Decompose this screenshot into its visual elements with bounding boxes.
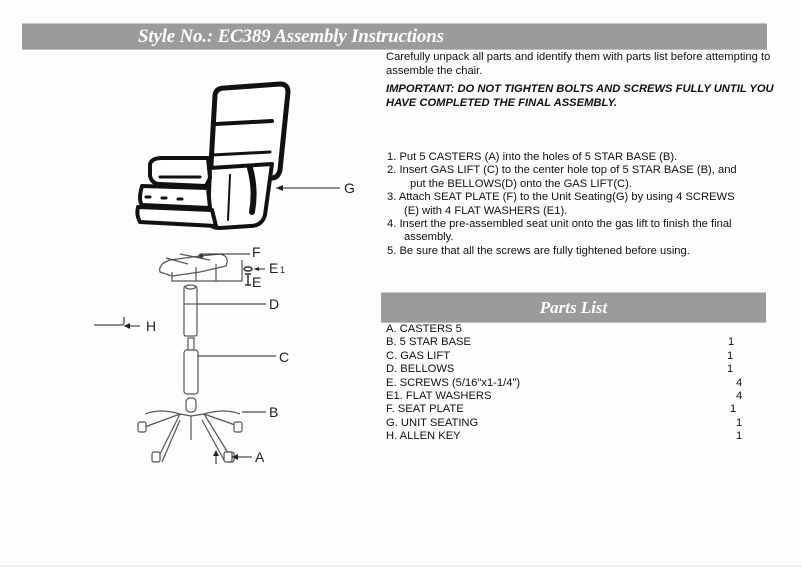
label-c: C (279, 349, 289, 365)
gas-lift-illustration (183, 337, 199, 395)
label-f: F (252, 244, 261, 260)
step-3: 3. Attach SEAT PLATE (F) to the Unit Sea… (387, 191, 777, 218)
part-qty: 1 (730, 403, 737, 416)
part-qty: 1 (727, 363, 734, 376)
step-text: 4. Insert the pre-assembled seat unit on… (387, 218, 732, 231)
step-2: 2. Insert GAS LIFT (C) to the center hol… (387, 164, 777, 191)
part-row: D. BELLOWS 1 (386, 363, 766, 376)
parts-list-header: Parts List (381, 292, 766, 323)
part-row: G. UNIT SEATING 1 (386, 417, 766, 430)
step-text: 3. Attach SEAT PLATE (F) to the Unit Sea… (387, 191, 735, 204)
part-name: D. BELLOWS (386, 363, 455, 376)
important-warning: IMPORTANT: DO NOT TIGHTEN BOLTS AND SCRE… (386, 83, 774, 109)
step-5: 5. Be sure that all the screws are fully… (387, 245, 777, 258)
part-qty: 4 (736, 389, 743, 402)
part-qty: 4 (736, 376, 743, 389)
seat-plate-illustration (159, 253, 243, 282)
allen-key-illustration (94, 317, 125, 326)
label-e1: E (269, 260, 278, 276)
parts-list-title: Parts List (539, 298, 608, 317)
part-name: B. 5 STAR BASE (386, 336, 471, 349)
step-4: 4. Insert the pre-assembled seat unit on… (387, 218, 777, 245)
part-qty: 1 (736, 430, 743, 443)
part-name: E1. FLAT WASHERS (386, 389, 492, 402)
part-row: H. ALLEN KEY 1 (386, 430, 766, 443)
exploded-chair-diagram: G F E 1 E D H (80, 60, 380, 480)
step-1: 1. Put 5 CASTERS (A) into the holes of 5… (387, 151, 777, 164)
page-bottom-rule (0, 565, 802, 567)
intro-text: Carefully unpack all parts and identify … (386, 51, 771, 77)
part-row: C. GAS LIFT 1 (386, 350, 766, 363)
bellows-illustration (183, 284, 198, 337)
label-a: A (255, 449, 265, 465)
label-h: H (146, 318, 156, 334)
part-qty: 1 (728, 336, 735, 349)
caster-illustration (223, 451, 233, 463)
step-text: 2. Insert GAS LIFT (C) to the center hol… (387, 164, 737, 177)
part-row: E1. FLAT WASHERS 4 (386, 390, 766, 403)
part-row: A. CASTERS 5 (386, 323, 766, 336)
label-e1-subscript: 1 (280, 265, 285, 275)
header-bar: Style No.: EC389 Assembly Instructions (22, 23, 767, 50)
part-name: F. SEAT PLATE (386, 403, 464, 416)
part-name: E. SCREWS (5/16"x1-1/4") (386, 376, 521, 389)
step-text: 5. Be sure that all the screws are fully… (387, 244, 690, 257)
label-b: B (269, 404, 278, 420)
step-text-continued: (E) with 4 FLAT WASHERS (E1). (404, 204, 568, 217)
unit-seating-illustration (135, 81, 291, 230)
parts-list: A. CASTERS 5 B. 5 STAR BASE 1 C. GAS LIF… (386, 323, 766, 444)
part-row: F. SEAT PLATE 1 (386, 403, 766, 416)
screw-illustration (245, 273, 251, 286)
step-text-continued: assembly. (404, 231, 454, 244)
step-text-continued: put the BELLOWS(D) onto the GAS LIFT(C). (410, 177, 632, 190)
part-row: E. SCREWS (5/16"x1-1/4") 4 (386, 377, 766, 390)
part-name: H. ALLEN KEY (386, 430, 461, 443)
part-name: C. GAS LIFT (386, 349, 451, 362)
part-qty: 1 (727, 349, 734, 362)
part-qty: 1 (736, 416, 743, 429)
washer-illustration (243, 266, 253, 272)
part-name: G. UNIT SEATING (386, 416, 479, 429)
step-text: 1. Put 5 CASTERS (A) into the holes of 5… (387, 151, 678, 163)
label-d: D (269, 296, 279, 312)
page-title: Style No.: EC389 Assembly Instructions (138, 26, 444, 47)
part-row: B. 5 STAR BASE 1 (386, 336, 766, 349)
label-e: E (252, 274, 261, 290)
label-g: G (344, 180, 355, 196)
part-name: A. CASTERS 5 (386, 323, 462, 335)
assembly-steps: 1. Put 5 CASTERS (A) into the holes of 5… (387, 151, 777, 258)
